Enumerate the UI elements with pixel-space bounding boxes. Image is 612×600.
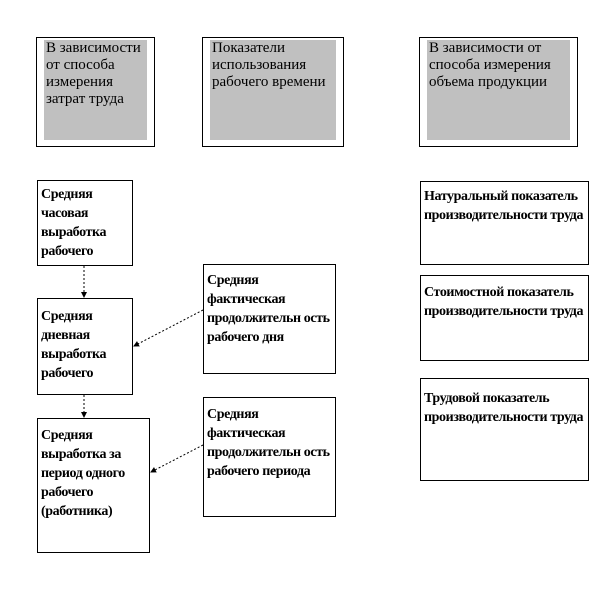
labor-indicator-box: Трудовой показатель производительности т… [420,378,589,481]
header-working-time-indicators: Показатели использования рабочего времен… [202,37,344,147]
arrow-workday-to-daily [133,309,204,347]
header-output-volume-measurement-text: В зависимости от способа измерения объем… [427,40,570,140]
hourly-output-box: Средняя часовая выработка рабочего [37,180,133,266]
natural-indicator-box: Натуральный показатель производительност… [420,181,589,265]
header-output-volume-measurement: В зависимости от способа измерения объем… [419,37,578,147]
header-working-time-indicators-text: Показатели использования рабочего времен… [210,40,336,140]
header-labor-cost-measurement: В зависимости от способа измерения затра… [36,37,155,147]
work-period-duration-box: Средняя фактическая продолжительн ость р… [203,397,336,517]
daily-output-box: Средняя дневная выработка рабочего [37,298,133,395]
header-labor-cost-measurement-text: В зависимости от способа измерения затра… [44,40,147,140]
period-output-box: Средняя выработка за период одного рабоч… [37,418,150,553]
workday-duration-box: Средняя фактическая продолжительн ость р… [203,264,336,374]
arrow-work-period-to-period [150,444,204,473]
cost-indicator-box: Стоимостной показатель производительност… [420,275,589,361]
